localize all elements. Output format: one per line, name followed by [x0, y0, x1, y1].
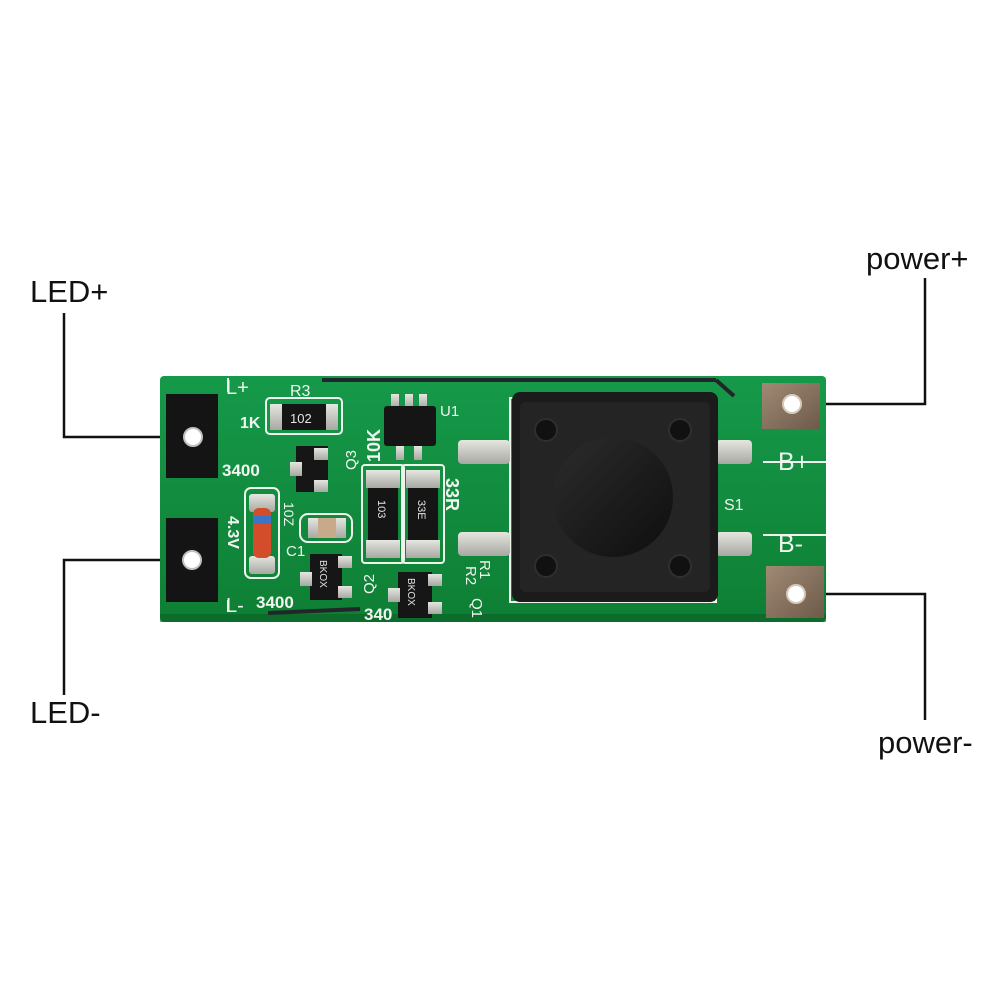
pcb-edge-shadow — [160, 614, 826, 622]
marking-r3-102: 102 — [290, 411, 312, 426]
resistor-r3 — [270, 404, 338, 430]
silk-l-plus: L+ — [226, 377, 249, 399]
silk-u1: U1 — [440, 403, 459, 420]
silk-340: 340 — [364, 605, 392, 624]
led-minus-leader — [62, 558, 188, 695]
power-minus-leader — [796, 592, 927, 720]
marking-103: 103 — [375, 500, 387, 518]
transistor-q1 — [388, 572, 442, 618]
transistor-q3 — [290, 446, 328, 492]
tactile-switch — [458, 392, 752, 602]
led-minus-label: LED- — [30, 695, 101, 730]
top-trace-bend — [714, 378, 736, 398]
silk-r3: R3 — [290, 383, 311, 400]
silk-3400-top: 3400 — [222, 461, 260, 480]
silk-3400-bottom: 3400 — [256, 593, 294, 612]
silk-r2: R2 — [462, 566, 479, 585]
ic-u1 — [384, 394, 436, 460]
power-plus-label: power+ — [866, 241, 969, 276]
zener-diode — [249, 494, 275, 574]
led-minus-hole — [182, 550, 202, 570]
silk-b-minus: B- — [778, 530, 803, 558]
capacitor-c1 — [308, 518, 346, 538]
led-plus-label: LED+ — [30, 274, 109, 309]
led-plus-hole — [183, 427, 203, 447]
power-minus-hole — [786, 584, 806, 604]
marking-q2-code: BKOX — [317, 560, 328, 588]
marking-q1-code: BKOX — [405, 578, 416, 606]
silk-r1: R1 — [476, 560, 493, 579]
silk-10z: 10Z — [281, 502, 297, 527]
silk-s1: S1 — [724, 497, 744, 514]
silk-l-minus: L- — [226, 595, 244, 617]
transistor-q2 — [300, 554, 352, 600]
resistor-10k — [366, 470, 400, 558]
silk-q1: Q1 — [468, 598, 485, 618]
led-plus-leader — [62, 313, 190, 439]
silk-4-3v: 4.3V — [224, 516, 241, 549]
power-plus-leader — [792, 278, 927, 406]
silk-q3: Q3 — [343, 450, 360, 470]
power-plus-hole — [782, 394, 802, 414]
marking-33e: 33E — [415, 500, 427, 520]
silk-1k: 1K — [240, 415, 261, 432]
power-minus-label: power- — [878, 725, 973, 760]
silk-33r: 33R — [442, 478, 462, 511]
silk-b-plus: B+ — [778, 448, 809, 476]
silk-10k: 10K — [364, 429, 384, 462]
bottom-trace — [267, 607, 361, 615]
resistor-33r — [406, 470, 440, 558]
silk-c1: C1 — [286, 543, 305, 560]
silk-q2: Q2 — [361, 574, 378, 594]
switch-cap — [553, 437, 673, 557]
